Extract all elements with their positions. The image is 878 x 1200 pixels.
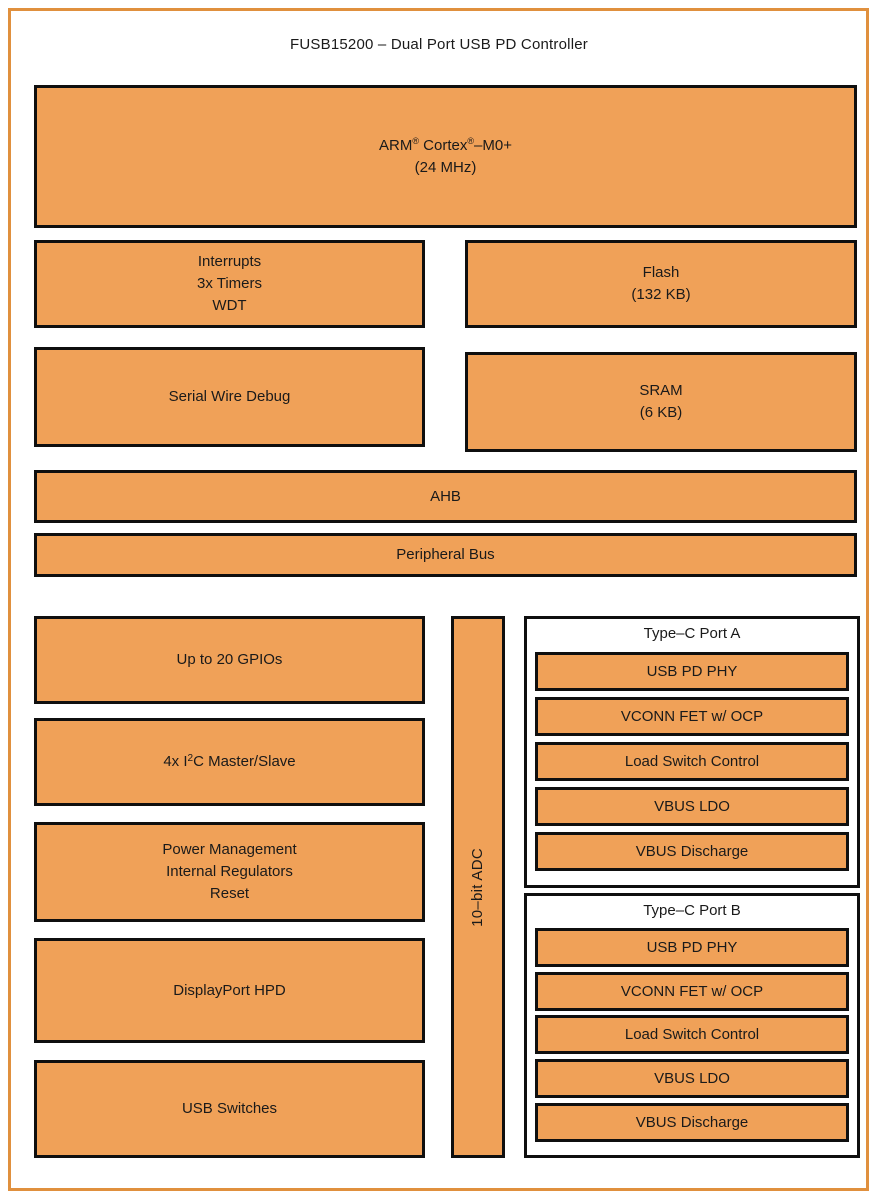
typec-port-a-container: Type–C Port A USB PD PHY VCONN FET w/ OC… <box>524 616 860 888</box>
ahb-bus-bar: AHB <box>34 470 857 523</box>
peripheral-bus-label: Peripheral Bus <box>396 546 495 563</box>
typec-port-b-container: Type–C Port B USB PD PHY VCONN FET w/ OC… <box>524 893 860 1158</box>
port-a-vconn-fet-block: VCONN FET w/ OCP <box>535 697 849 736</box>
registered-trademark-icon: ® <box>412 135 420 146</box>
port-a-load-switch-control-block: Load Switch Control <box>535 742 849 781</box>
port-a-usb-pd-phy-block: USB PD PHY <box>535 652 849 691</box>
cpu-block: ARM® Cortex®–M0+ (24 MHz) <box>34 85 857 228</box>
interrupts-line: Interrupts <box>197 253 262 270</box>
adc-label: 10–bit ADC <box>469 847 486 927</box>
flash-size: (132 KB) <box>631 286 691 303</box>
power-management-block: Power Management Internal Regulators Res… <box>34 822 425 922</box>
port-a-vbus-discharge-block: VBUS Discharge <box>535 832 849 871</box>
ahb-label: AHB <box>430 487 461 505</box>
port-b-vbus-ldo-block: VBUS LDO <box>535 1059 849 1099</box>
gpio-block: Up to 20 GPIOs <box>34 616 425 704</box>
internal-regulators-line: Internal Regulators <box>166 863 293 880</box>
flash-label: Flash <box>642 264 680 281</box>
displayport-hpd-label: DisplayPort HPD <box>173 981 286 999</box>
sram-label: SRAM <box>639 382 683 399</box>
i2c-label: 4x I2C Master/Slave <box>163 753 296 770</box>
serial-wire-debug-block: Serial Wire Debug <box>34 347 425 447</box>
peripheral-bus-bar: Peripheral Bus <box>34 533 857 577</box>
wdt-line: WDT <box>212 297 247 314</box>
adc-block: 10–bit ADC <box>451 616 505 1158</box>
registered-trademark-icon: ® <box>467 135 475 146</box>
interrupts-timers-wdt-block: Interrupts 3x Timers WDT <box>34 240 425 328</box>
timers-line: 3x Timers <box>196 275 262 292</box>
superscript-two: 2 <box>187 753 194 764</box>
cpu-label: ARM® Cortex®–M0+ <box>379 135 512 154</box>
port-b-vbus-discharge-block: VBUS Discharge <box>535 1103 849 1143</box>
usb-switches-label: USB Switches <box>181 1100 278 1117</box>
typec-port-a-title: Type–C Port A <box>643 625 741 642</box>
port-b-load-switch-control-block: Load Switch Control <box>535 1015 849 1055</box>
typec-port-b-title: Type–C Port B <box>643 902 741 919</box>
typec-port-b-blocks: USB PD PHY VCONN FET w/ OCP Load Switch … <box>527 919 857 1155</box>
reset-line: Reset <box>209 885 250 902</box>
cpu-frequency: (24 MHz) <box>414 158 477 176</box>
flash-block: Flash (132 KB) <box>465 240 857 328</box>
port-b-vconn-fet-block: VCONN FET w/ OCP <box>535 971 849 1011</box>
gpio-label: Up to 20 GPIOs <box>176 651 283 668</box>
serial-wire-debug-label: Serial Wire Debug <box>168 388 291 405</box>
port-a-vbus-ldo-block: VBUS LDO <box>535 787 849 826</box>
sram-block: SRAM (6 KB) <box>465 352 857 452</box>
sram-size: (6 KB) <box>639 404 683 421</box>
usb-switches-block: USB Switches <box>34 1060 425 1158</box>
typec-port-a-blocks: USB PD PHY VCONN FET w/ OCP Load Switch … <box>527 642 857 885</box>
i2c-block: 4x I2C Master/Slave <box>34 718 425 806</box>
displayport-hpd-block: DisplayPort HPD <box>34 938 425 1043</box>
diagram-title: FUSB15200 – Dual Port USB PD Controller <box>290 36 588 53</box>
port-b-usb-pd-phy-block: USB PD PHY <box>535 927 849 967</box>
power-management-line: Power Management <box>162 841 297 858</box>
